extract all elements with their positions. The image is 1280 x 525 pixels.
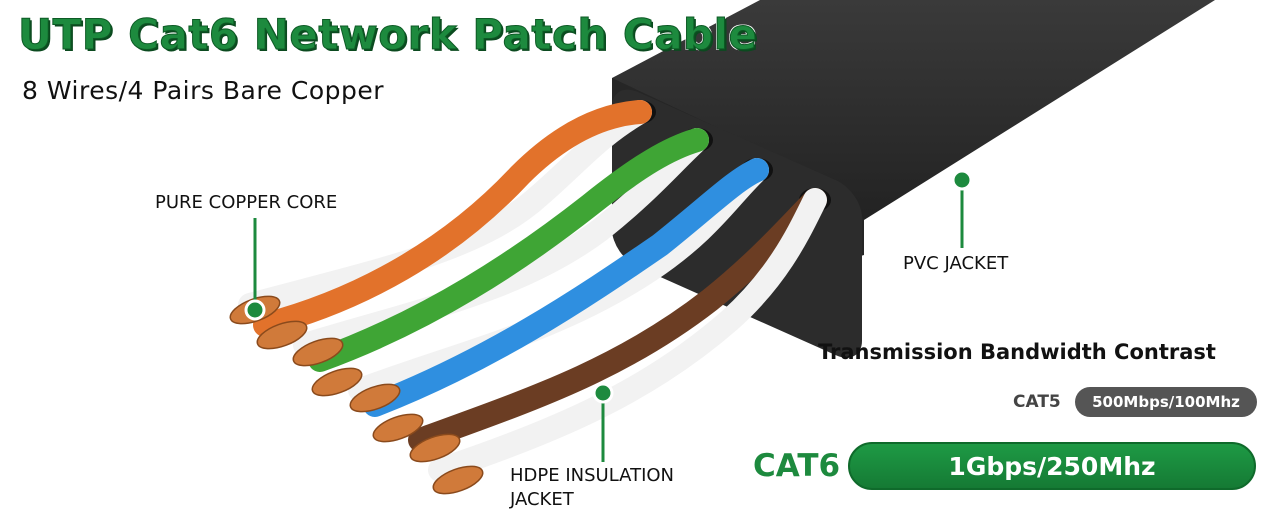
page-subtitle: 8 Wires/4 Pairs Bare Copper <box>22 76 385 105</box>
cat5-badge: 500Mbps/100Mhz <box>1075 387 1257 417</box>
cat6-label: CAT6 <box>753 448 841 484</box>
pvc-jacket-label: PVC JACKET <box>903 253 1009 274</box>
bandwidth-title: Transmission Bandwidth Contrast <box>818 340 1216 364</box>
hdpe-label-line2: JACKET <box>510 489 574 510</box>
hdpe-label-line1: HDPE INSULATION <box>510 465 675 486</box>
callout-pointers <box>244 169 973 462</box>
twisted-pairs <box>238 100 827 482</box>
cat5-label: CAT5 <box>1013 392 1061 412</box>
copper-core-label: PURE COPPER CORE <box>155 192 338 213</box>
page-title: UTP Cat6 Network Patch Cable <box>17 10 758 60</box>
cat6-badge: 1Gbps/250Mhz <box>848 442 1256 490</box>
